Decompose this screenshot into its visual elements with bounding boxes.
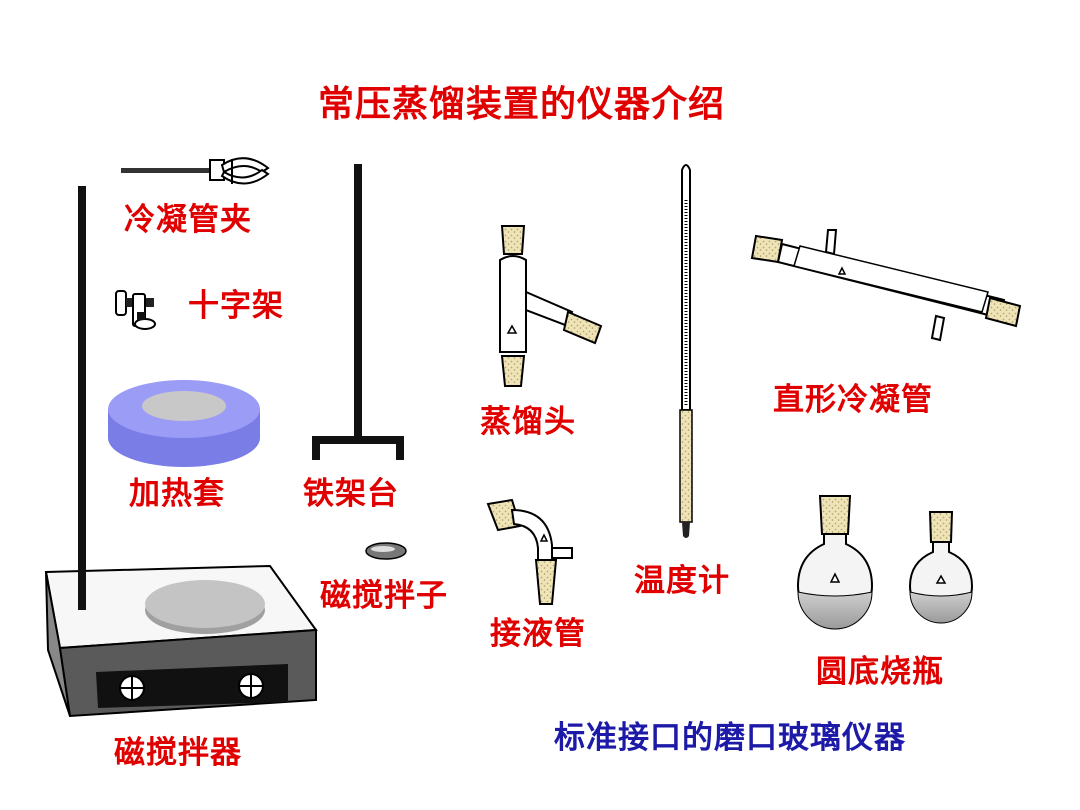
- round-bottom-flask-large-icon: [796, 495, 874, 630]
- receiver-adapter-icon: [486, 498, 573, 605]
- magnetic-stirrer-icon: [44, 564, 318, 718]
- page-title: 常压蒸馏装置的仪器介绍: [318, 84, 726, 125]
- condenser-clamp-icon: [121, 157, 270, 185]
- label-cross-clamp: 十字架: [188, 288, 284, 324]
- thermometer-icon: [679, 164, 693, 538]
- label-stir-bar: 磁搅拌子: [320, 578, 448, 614]
- label-iron-stand: 铁架台: [303, 476, 399, 512]
- label-heating-mantle: 加热套: [129, 476, 225, 512]
- stirrer-knob-right-icon[interactable]: [238, 673, 264, 699]
- label-magnetic-stirrer: 磁搅拌器: [114, 735, 242, 771]
- label-thermometer: 温度计: [634, 563, 730, 599]
- support-rod-icon: [78, 186, 86, 610]
- label-condenser-clamp: 冷凝管夹: [124, 202, 252, 238]
- round-bottom-flask-small-icon: [908, 511, 974, 624]
- label-receiver-adapter: 接液管: [490, 616, 586, 652]
- cross-clamp-icon: [115, 290, 156, 330]
- label-round-bottom-flask: 圆底烧瓶: [816, 654, 944, 690]
- distillation-head-icon: [499, 225, 603, 387]
- heating-mantle-icon: [108, 380, 260, 467]
- straight-condenser-icon: [750, 229, 1022, 342]
- stirrer-knob-left-icon[interactable]: [119, 675, 145, 701]
- iron-stand-icon: [312, 164, 404, 460]
- stir-bar-icon: [365, 542, 407, 560]
- label-straight-condenser: 直形冷凝管: [773, 382, 933, 418]
- label-distillation-head: 蒸馏头: [480, 404, 576, 440]
- label-ground-glass-note: 标准接口的磨口玻璃仪器: [554, 720, 906, 756]
